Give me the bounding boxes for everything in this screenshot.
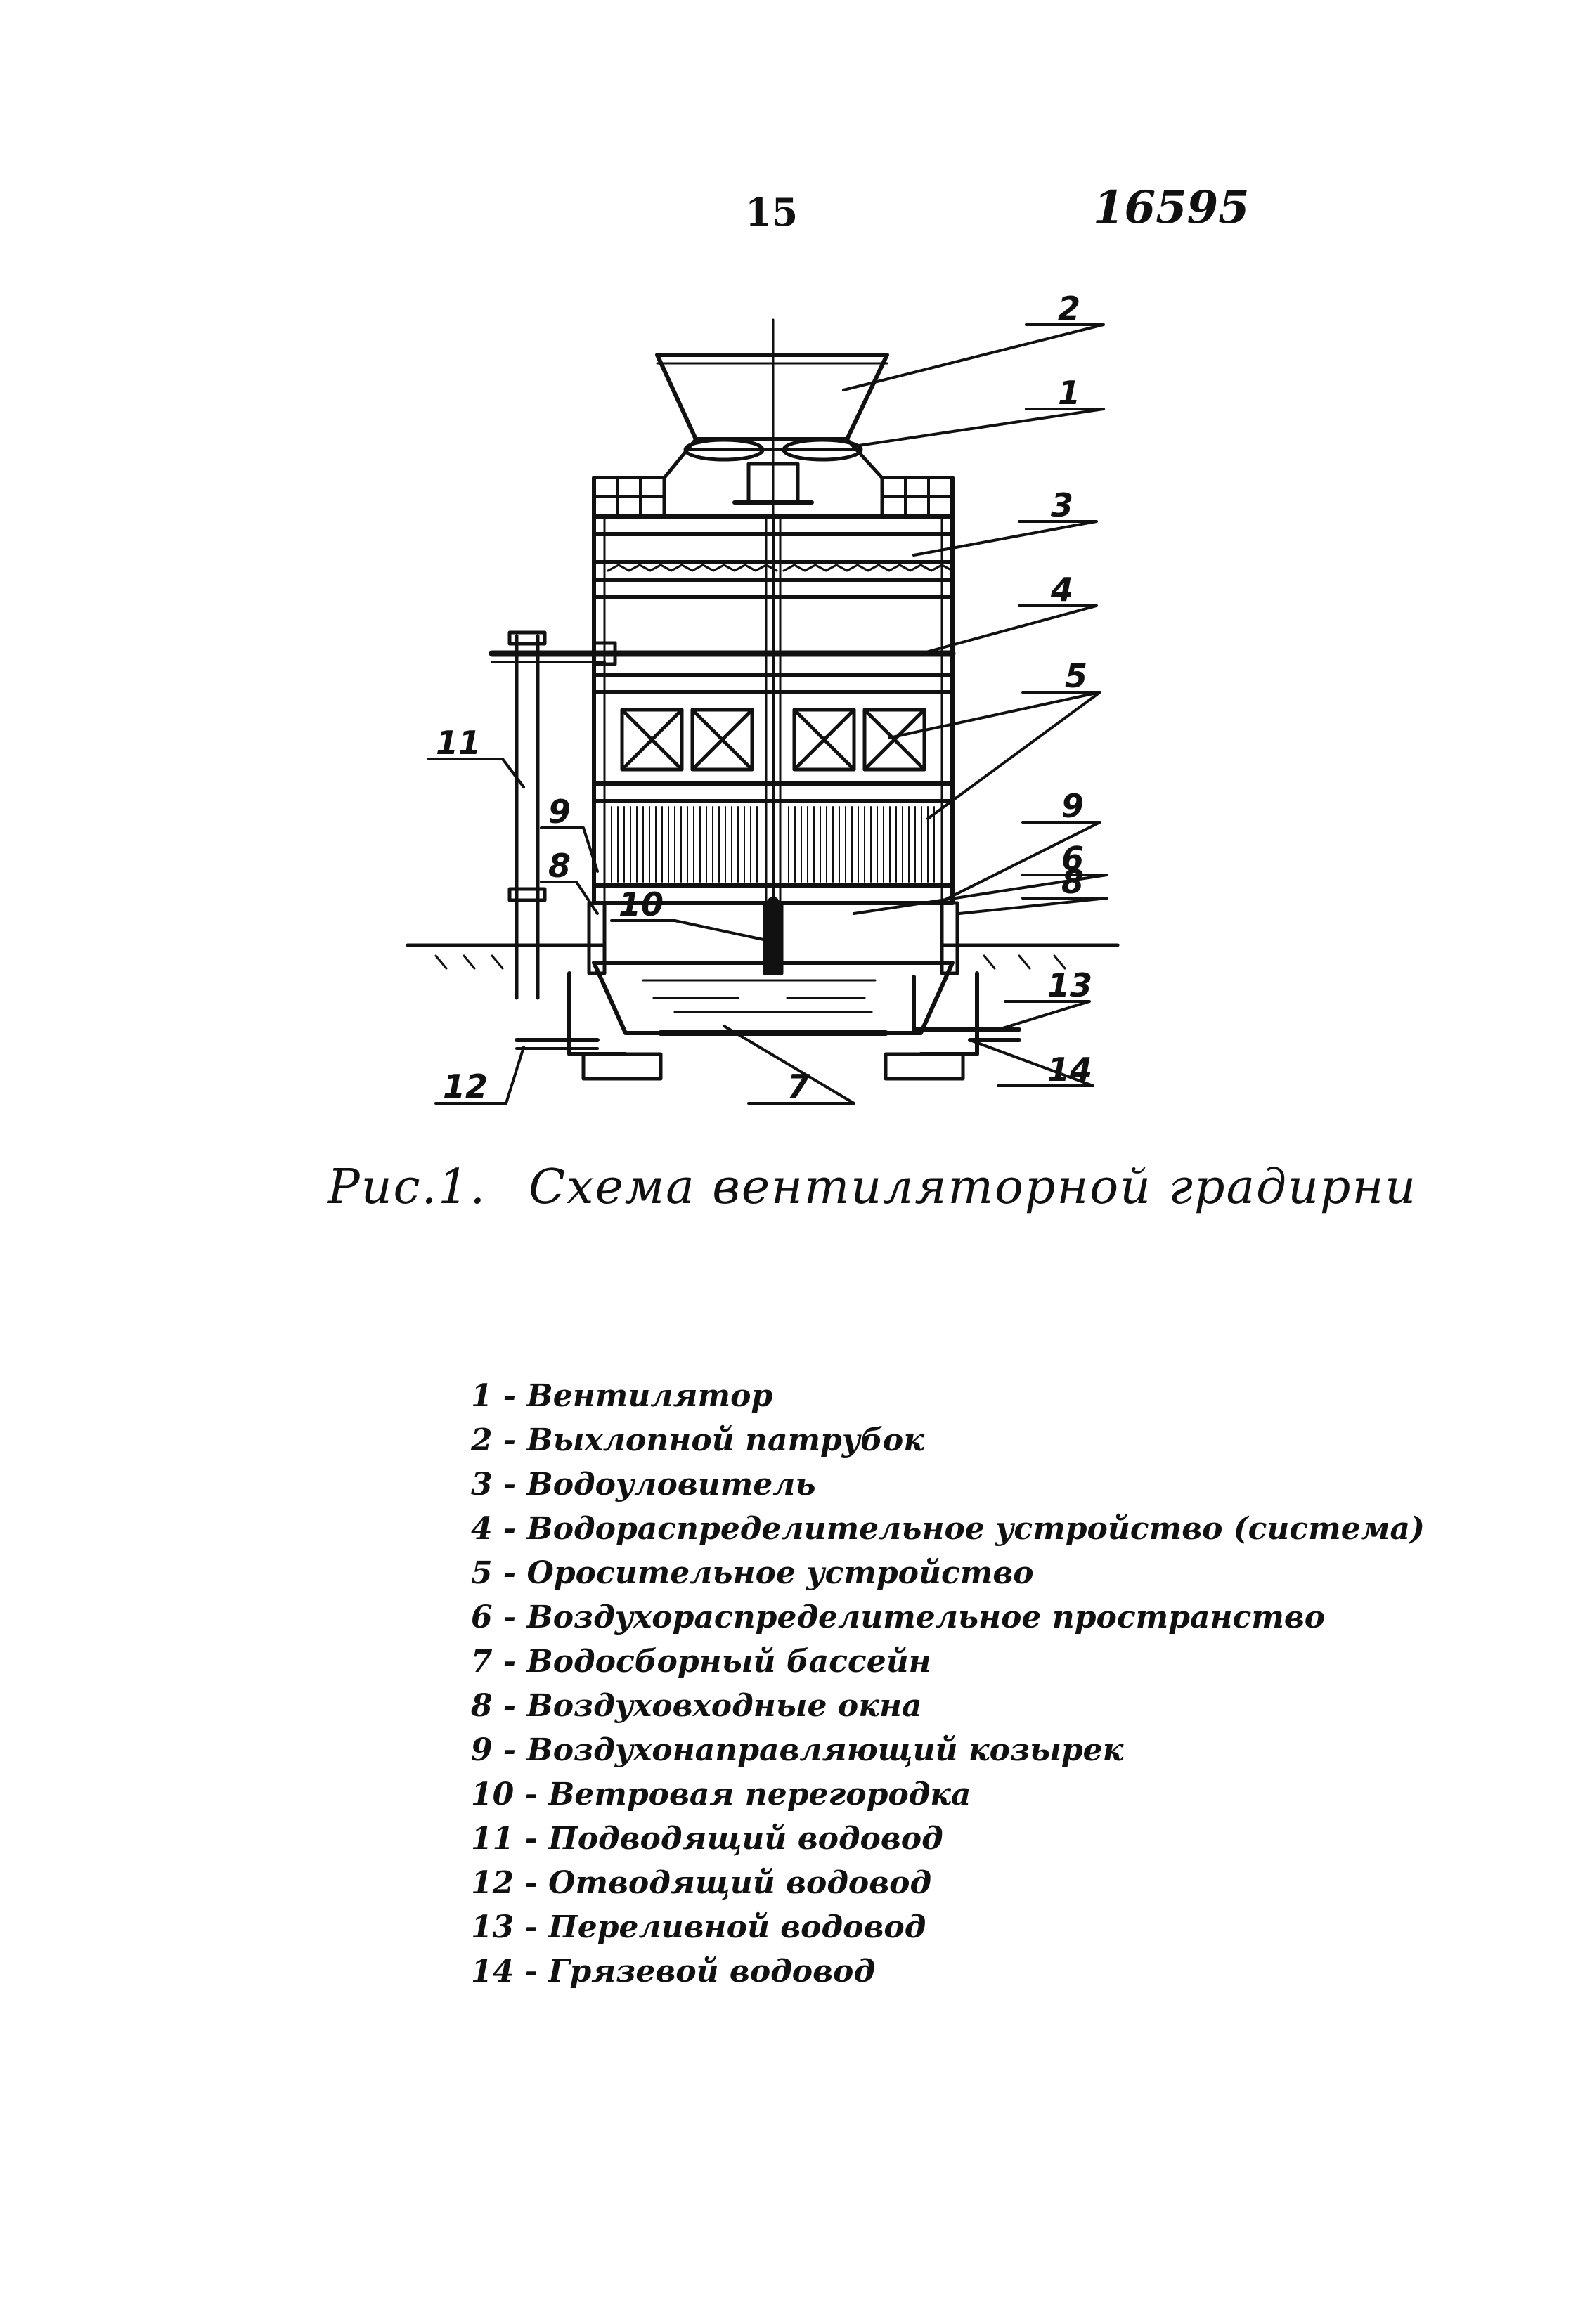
callout-leaders bbox=[427, 323, 1108, 1105]
caption-label: Рис.1. bbox=[328, 1160, 487, 1215]
callout-4: 4 bbox=[1050, 571, 1073, 609]
callout-14: 14 bbox=[1047, 1051, 1092, 1089]
legend-item: 9 - Воздухонаправляющий козырек bbox=[471, 1732, 1124, 1768]
legend-item: 13 - Переливной водовод bbox=[471, 1909, 926, 1945]
legend-item: 7 - Водосборный бассейн bbox=[471, 1644, 931, 1680]
legend-item: 14 - Грязевой водовод bbox=[471, 1954, 875, 1989]
supply-riser-pipe bbox=[507, 630, 547, 1000]
drain-pipe bbox=[515, 1038, 600, 1050]
callout-9-left: 9 bbox=[548, 793, 571, 831]
fill-packs bbox=[620, 708, 926, 772]
callout-6: 6 bbox=[1061, 840, 1084, 878]
callout-7: 7 bbox=[787, 1067, 810, 1105]
legend-list: 1 - Вентилятор 2 - Выхлопной патрубок 3 … bbox=[471, 1374, 1425, 1994]
legend-item: 10 - Ветровая перегородка bbox=[471, 1777, 971, 1812]
legend-item: 3 - Водоуловитель bbox=[471, 1467, 816, 1502]
legend-item: 8 - Воздуховходные окна bbox=[471, 1688, 922, 1724]
callout-9-right: 9 bbox=[1061, 787, 1084, 825]
legend-item: 4 - Водораспределительное устройство (си… bbox=[471, 1511, 1425, 1547]
callout-5: 5 bbox=[1065, 657, 1087, 695]
legend-item: 6 - Воздухораспределительное пространств… bbox=[471, 1599, 1326, 1635]
legend-item: 12 - Отводящий водовод bbox=[471, 1865, 932, 1901]
legend-item: 11 - Подводящий водовод bbox=[471, 1821, 943, 1857]
document-code: 16595 bbox=[1093, 181, 1250, 234]
tower-frames bbox=[592, 514, 955, 905]
callout-11: 11 bbox=[436, 724, 481, 762]
callout-3: 3 bbox=[1051, 486, 1073, 524]
ground-line bbox=[406, 943, 1120, 970]
figure-caption: Рис.1. Схема вентиляторной градирни bbox=[328, 1160, 1459, 1215]
callout-2: 2 bbox=[1058, 290, 1080, 327]
caption-title: Схема вентиляторной градирни bbox=[529, 1160, 1418, 1215]
cooling-tower-diagram: 2 1 3 4 5 9 6 8 13 14 7 10 11 9 8 12 bbox=[406, 290, 1120, 1105]
page-number: 15 bbox=[745, 190, 798, 235]
legend-item: 1 - Вентилятор bbox=[471, 1378, 773, 1414]
callout-13: 13 bbox=[1047, 966, 1092, 1004]
water-basin bbox=[567, 961, 979, 1081]
fill-hatching bbox=[611, 806, 935, 883]
water-distribution-pipe bbox=[489, 641, 956, 666]
legend-item: 5 - Оросительное устройство bbox=[471, 1555, 1034, 1591]
callout-8-right: 8 bbox=[1061, 863, 1084, 901]
callout-labels: 2 1 3 4 5 9 6 8 13 14 7 10 11 9 8 12 bbox=[436, 290, 1092, 1105]
callout-8-left: 8 bbox=[548, 847, 571, 885]
overflow-pipes bbox=[912, 975, 1021, 1042]
callout-10: 10 bbox=[619, 885, 664, 923]
callout-1: 1 bbox=[1058, 374, 1080, 412]
legend-item: 2 - Выхлопной патрубок bbox=[471, 1422, 925, 1458]
callout-12: 12 bbox=[443, 1067, 488, 1105]
drift-eliminator bbox=[607, 564, 954, 572]
